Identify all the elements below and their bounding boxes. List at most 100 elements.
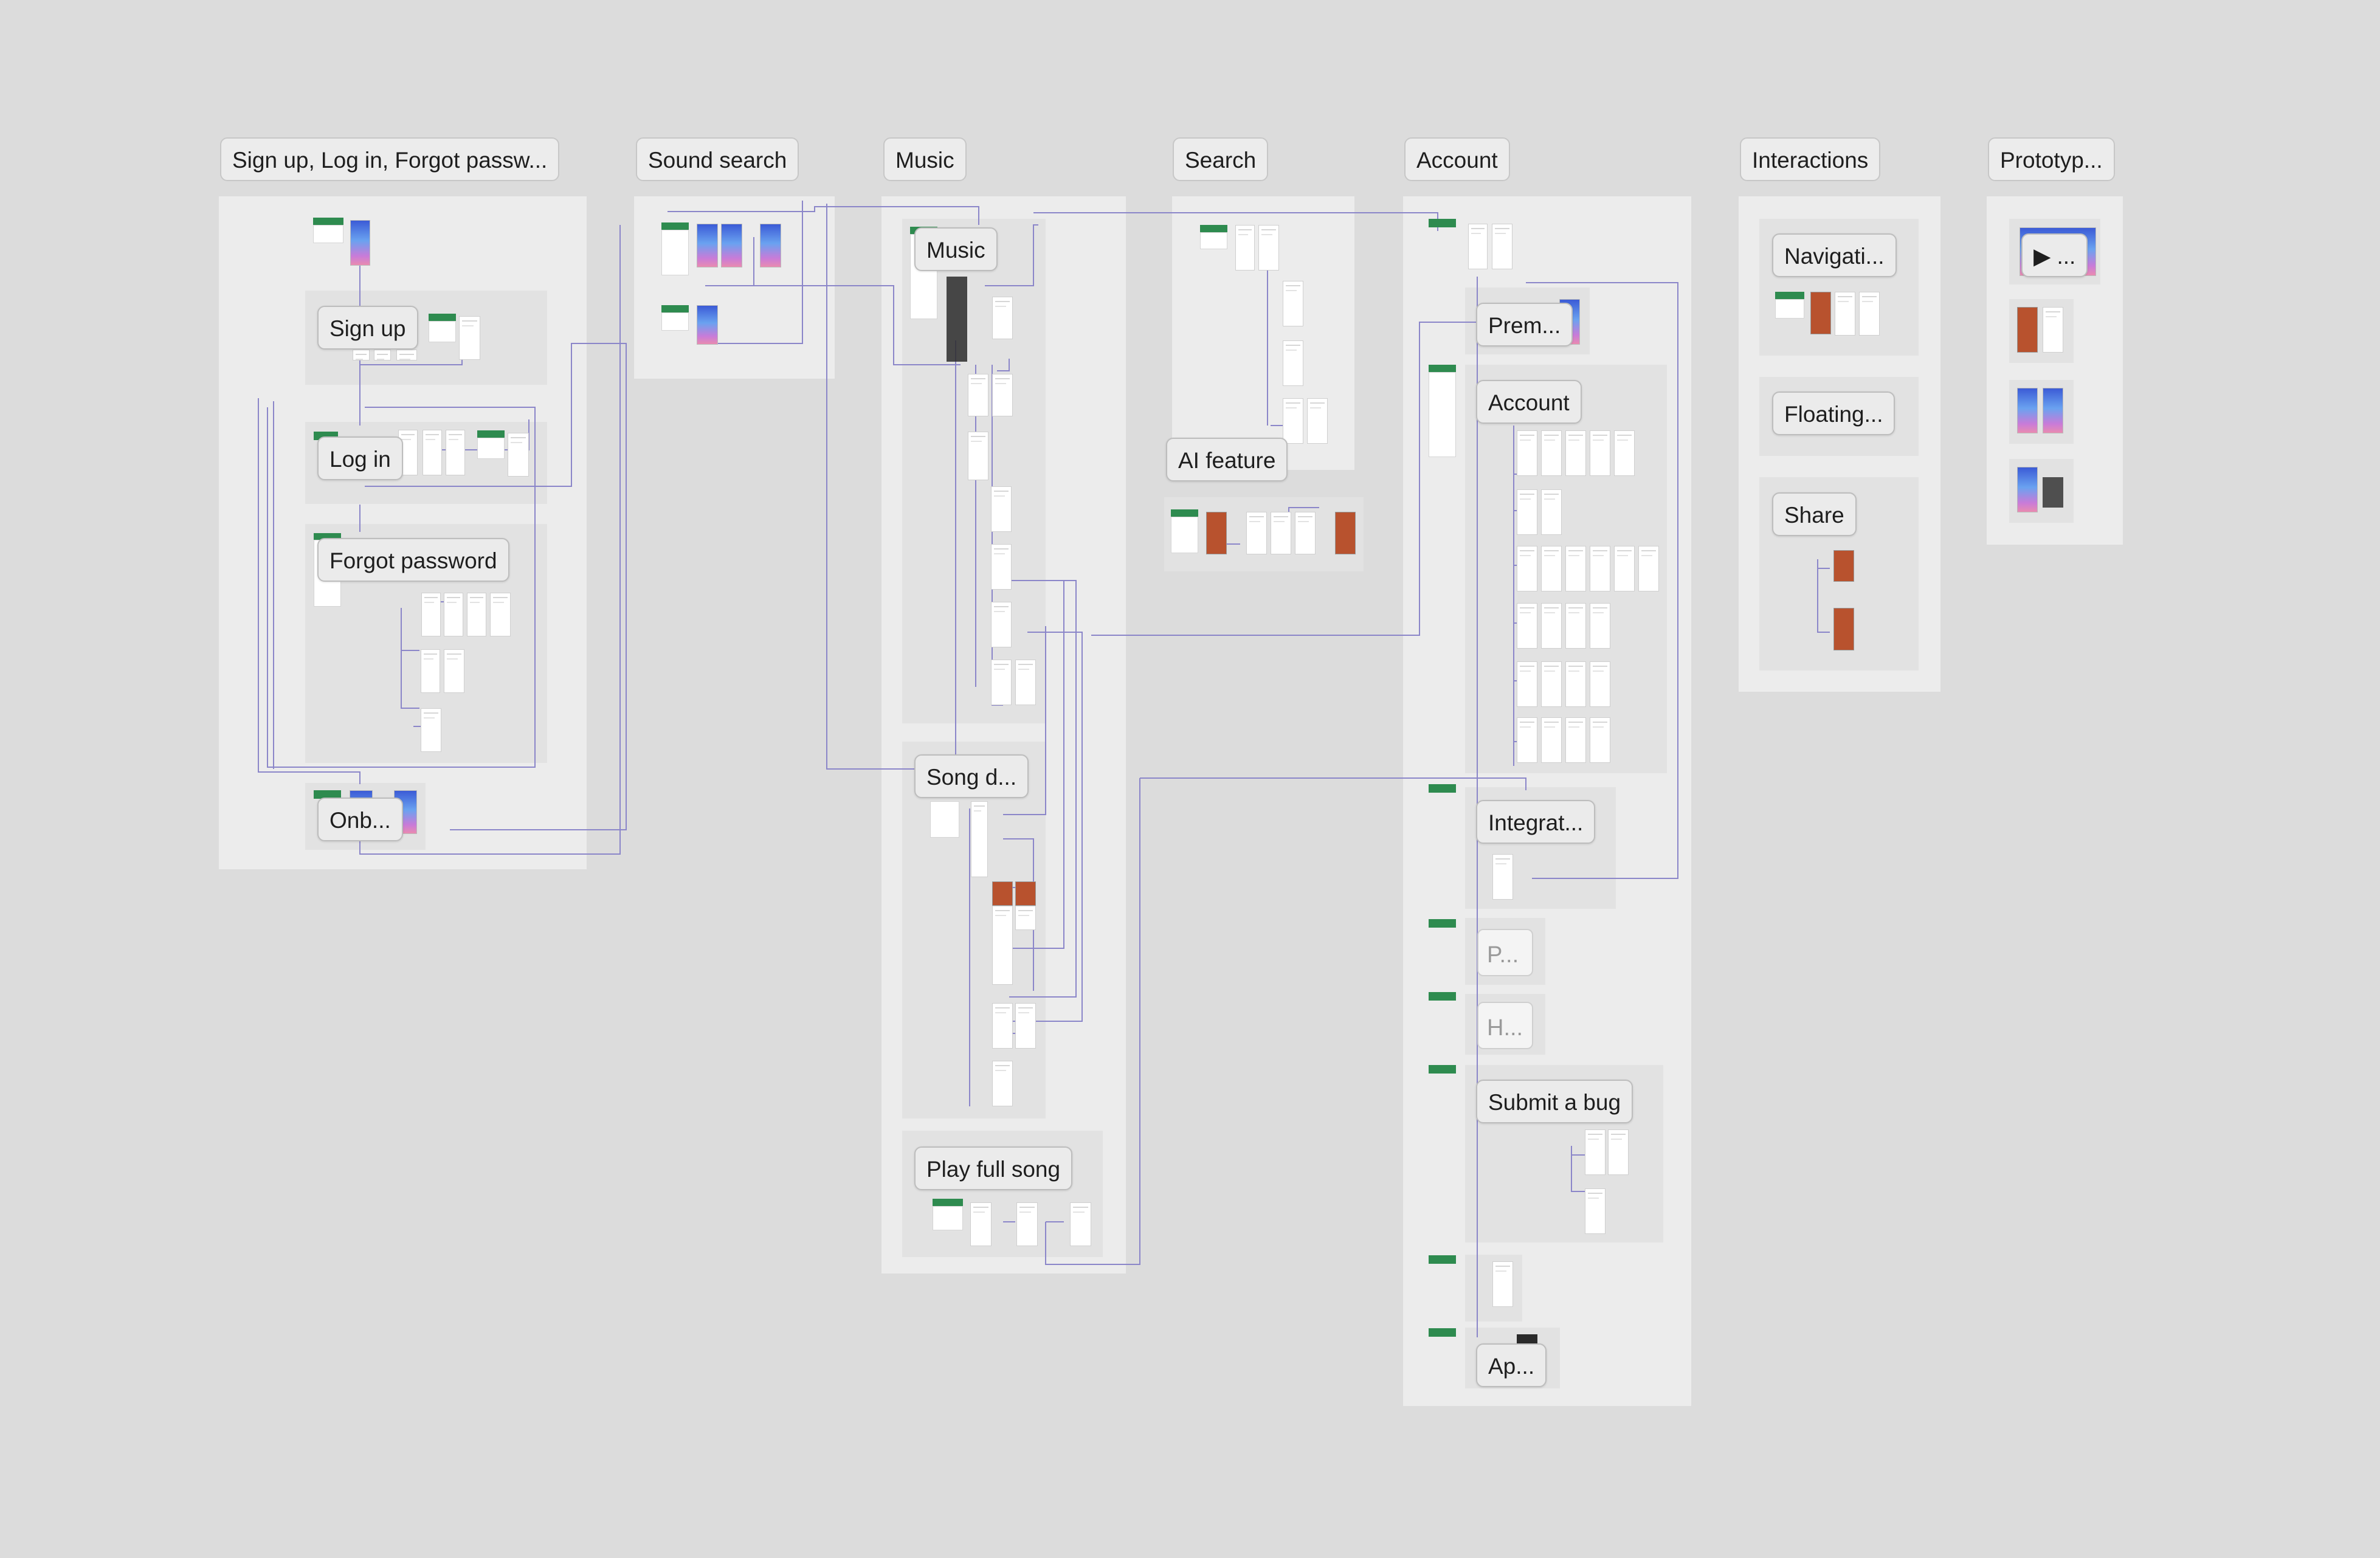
- section-title-sound-search[interactable]: Sound search: [636, 137, 799, 181]
- account-screen-frame[interactable]: [1590, 661, 1610, 707]
- section-title-interactions[interactable]: Interactions: [1740, 137, 1881, 181]
- subsection-label-account[interactable]: Account: [1476, 380, 1582, 424]
- navigation-screen-frame[interactable]: [1835, 292, 1855, 336]
- prototype-screen-frame[interactable]: [2017, 388, 2038, 433]
- sticky-note[interactable]: [314, 790, 341, 799]
- search-screen-frame[interactable]: [1235, 225, 1255, 271]
- account-screen-frame[interactable]: [1517, 546, 1537, 591]
- prototype-screen-frame[interactable]: [2043, 307, 2063, 353]
- sticky-note[interactable]: [1429, 365, 1456, 373]
- collapsed-section-h[interactable]: H...: [1477, 1002, 1533, 1049]
- screen-frame[interactable]: [396, 350, 417, 360]
- section-title-auth[interactable]: Sign up, Log in, Forgot passw...: [220, 137, 560, 181]
- song-detail-screen-frame[interactable]: [992, 906, 1013, 985]
- subsection-label-ap[interactable]: Ap...: [1476, 1343, 1547, 1387]
- play-full-song-screen-frame[interactable]: [970, 1202, 992, 1246]
- ai-feature-screen-frame[interactable]: [1246, 512, 1267, 554]
- sticky-note[interactable]: [313, 218, 343, 226]
- search-screen-frame[interactable]: [1258, 225, 1279, 271]
- music-screen-frame[interactable]: [991, 660, 1012, 705]
- account-screen-frame[interactable]: [1590, 717, 1610, 763]
- sticky-note[interactable]: [1429, 784, 1456, 793]
- account-screen-frame[interactable]: [1517, 489, 1537, 535]
- submit-bug-screen-frame[interactable]: [1585, 1188, 1606, 1234]
- search-screen-frame[interactable]: [1283, 281, 1303, 326]
- account-screen-frame[interactable]: [1541, 489, 1562, 535]
- integrations-screen-frame[interactable]: [1492, 854, 1513, 900]
- subsection-label-integrations[interactable]: Integrat...: [1476, 800, 1596, 844]
- account-screen-frame[interactable]: [1565, 603, 1586, 649]
- music-screen-frame[interactable]: [1015, 660, 1036, 705]
- music-screen-frame[interactable]: [992, 374, 1013, 416]
- music-list-screen-frame[interactable]: [947, 277, 967, 362]
- song-detail-screen-frame[interactable]: [1015, 881, 1036, 906]
- play-full-song-screen-frame[interactable]: [1016, 1202, 1038, 1246]
- ai-feature-screen-frame[interactable]: [1295, 512, 1316, 554]
- screen-frame[interactable]: [353, 350, 370, 360]
- screen-frame[interactable]: [374, 350, 391, 360]
- subsection-label-ai-feature[interactable]: AI feature: [1166, 438, 1288, 481]
- account-screen-frame[interactable]: [1614, 430, 1635, 476]
- account-screen-frame[interactable]: [1565, 430, 1586, 476]
- subsection-label-navigation[interactable]: Navigati...: [1772, 233, 1897, 277]
- prototype-screen-frame[interactable]: [2017, 307, 2038, 353]
- song-detail-screen-frame[interactable]: [992, 881, 1013, 906]
- sound-search-screen-frame[interactable]: [697, 305, 718, 345]
- navigation-screen-frame[interactable]: [1810, 292, 1831, 334]
- submit-bug-screen-frame[interactable]: [1608, 1129, 1629, 1175]
- subsection-label-premium[interactable]: Prem...: [1476, 303, 1573, 346]
- prototype-screen-frame[interactable]: [2043, 388, 2063, 433]
- subsection-label-music[interactable]: Music: [914, 227, 998, 271]
- account-screen-frame[interactable]: [1517, 430, 1537, 476]
- account-screen-frame[interactable]: [1638, 546, 1659, 591]
- music-screen-frame[interactable]: [992, 297, 1013, 339]
- account-screen-frame[interactable]: [1565, 546, 1586, 591]
- search-screen-frame[interactable]: [1307, 398, 1328, 444]
- music-screen-frame[interactable]: [968, 374, 988, 416]
- song-detail-screen-frame[interactable]: [971, 801, 988, 877]
- forgot-password-screen-frame[interactable]: [490, 593, 511, 636]
- navigation-screen-frame[interactable]: [1859, 292, 1880, 336]
- subsection-label-share[interactable]: Share: [1772, 492, 1857, 536]
- music-screen-frame[interactable]: [968, 432, 988, 480]
- sticky-note[interactable]: [477, 430, 505, 439]
- song-detail-screen-frame[interactable]: [992, 1003, 1013, 1049]
- sound-search-screen-frame[interactable]: [697, 224, 718, 267]
- ai-feature-screen-frame[interactable]: [1206, 512, 1227, 554]
- subsection-label-onboarding[interactable]: Onb...: [317, 798, 403, 841]
- ai-feature-screen-frame[interactable]: [1335, 512, 1356, 554]
- subsection-label-submit-bug[interactable]: Submit a bug: [1476, 1080, 1633, 1123]
- forgot-password-screen-frame[interactable]: [421, 649, 440, 693]
- log-in-screen-frame[interactable]: [423, 430, 442, 475]
- sound-search-screen-frame[interactable]: [721, 224, 742, 267]
- section-title-account[interactable]: Account: [1404, 137, 1510, 181]
- song-detail-screen-frame[interactable]: [1015, 906, 1036, 930]
- account-screen-frame[interactable]: [1590, 430, 1610, 476]
- song-detail-screen-frame[interactable]: [992, 1061, 1013, 1106]
- sticky-note[interactable]: [429, 314, 456, 322]
- sticky-note[interactable]: [1200, 225, 1227, 233]
- forgot-password-screen-frame[interactable]: [421, 708, 441, 752]
- account-screen-frame[interactable]: [1614, 546, 1635, 591]
- subsection-label-log-in[interactable]: Log in: [317, 436, 403, 480]
- sticky-note[interactable]: [1429, 1255, 1456, 1264]
- subsection-label-forgot-password[interactable]: Forgot password: [317, 538, 509, 582]
- account-screen-frame[interactable]: [1517, 603, 1537, 649]
- sticky-note[interactable]: [933, 1199, 963, 1207]
- splash-screen-frame[interactable]: [350, 220, 370, 266]
- prototype-play-button[interactable]: ▶...: [2021, 233, 2088, 277]
- sticky-note[interactable]: [661, 222, 689, 231]
- account-screen-frame[interactable]: [1541, 430, 1562, 476]
- sticky-note[interactable]: [661, 305, 689, 314]
- sound-search-screen-frame[interactable]: [760, 224, 781, 267]
- sticky-note[interactable]: [1429, 219, 1456, 227]
- section-title-music[interactable]: Music: [883, 137, 967, 181]
- account-screen-frame[interactable]: [1565, 661, 1586, 707]
- share-screen-frame[interactable]: [1833, 550, 1854, 582]
- forgot-password-screen-frame[interactable]: [421, 593, 441, 636]
- account-screen-frame[interactable]: [1541, 603, 1562, 649]
- log-in-screen-frame[interactable]: [446, 430, 465, 475]
- section-title-search[interactable]: Search: [1173, 137, 1269, 181]
- play-full-song-screen-frame[interactable]: [1070, 1202, 1091, 1246]
- subsection-label-play-full-song[interactable]: Play full song: [914, 1146, 1073, 1190]
